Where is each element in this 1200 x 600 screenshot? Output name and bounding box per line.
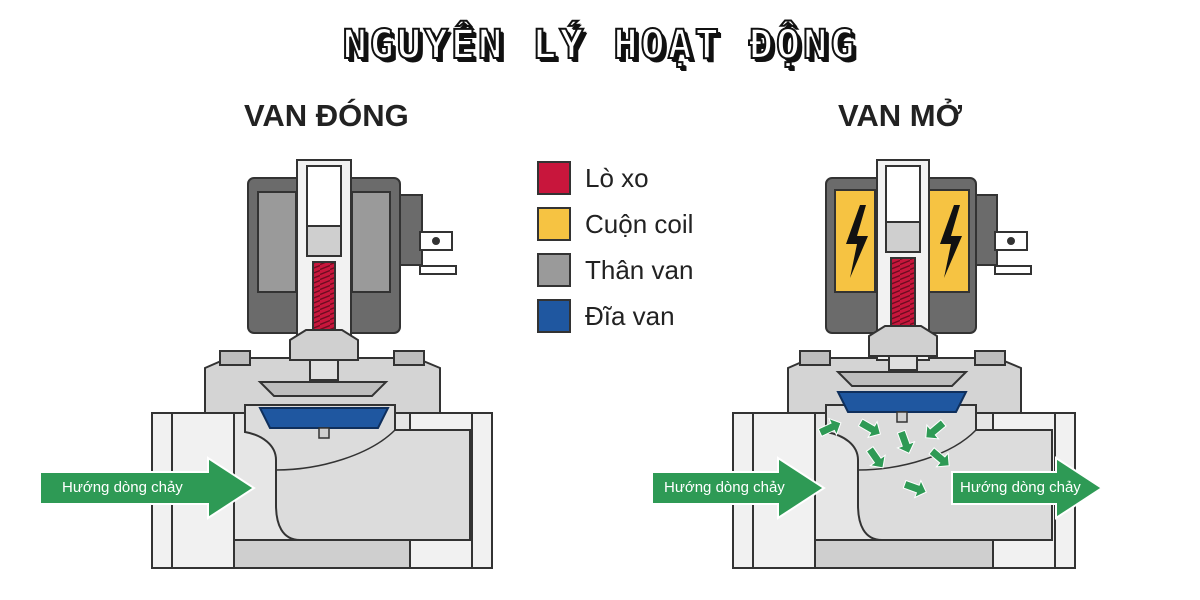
turbulence-arrows bbox=[817, 417, 950, 499]
legend-item-coil: Cuộn coil bbox=[537, 206, 693, 242]
closed-spring bbox=[312, 261, 336, 333]
closed-coil-right bbox=[351, 191, 391, 293]
legend-label: Cuộn coil bbox=[585, 208, 694, 239]
legend: Lò xo Cuộn coil Thân van Đĩa van bbox=[537, 160, 693, 344]
closed-flow-label: Hướng dòng chảy bbox=[62, 479, 183, 496]
open-valve-disc bbox=[836, 391, 968, 423]
legend-item-spring: Lò xo bbox=[537, 160, 693, 196]
open-solenoid bbox=[825, 159, 1032, 387]
open-inlet-flow-label: Hướng dòng chảy bbox=[664, 479, 785, 496]
main-title: NGUYÊN LÝ HOẠT ĐỘNG bbox=[342, 21, 858, 69]
open-inlet-flow-arrow bbox=[651, 456, 826, 520]
open-valve bbox=[651, 159, 1104, 569]
closed-valve bbox=[39, 159, 493, 569]
open-outlet-flow-label: Hướng dòng chảy bbox=[960, 479, 1081, 496]
closed-valve-disc bbox=[258, 407, 390, 439]
legend-item-disc: Đĩa van bbox=[537, 298, 693, 334]
legend-swatch bbox=[537, 207, 571, 241]
legend-swatch bbox=[537, 161, 571, 195]
closed-solenoid bbox=[247, 159, 457, 397]
lightning-bolt-icon bbox=[846, 205, 868, 278]
legend-swatch bbox=[537, 253, 571, 287]
open-spring bbox=[890, 257, 916, 331]
legend-label: Thân van bbox=[585, 254, 694, 285]
legend-label: Đĩa van bbox=[585, 300, 675, 331]
closed-state-title: VAN ĐÓNG bbox=[244, 98, 409, 133]
legend-item-body: Thân van bbox=[537, 252, 693, 288]
legend-label: Lò xo bbox=[585, 162, 649, 193]
closed-coil-left bbox=[257, 191, 297, 293]
legend-swatch bbox=[537, 299, 571, 333]
open-state-title: VAN MỞ bbox=[838, 98, 963, 133]
closed-flow-arrow bbox=[39, 456, 256, 520]
open-outlet-flow-arrow bbox=[951, 456, 1104, 520]
lightning-bolt-icon bbox=[940, 205, 962, 278]
